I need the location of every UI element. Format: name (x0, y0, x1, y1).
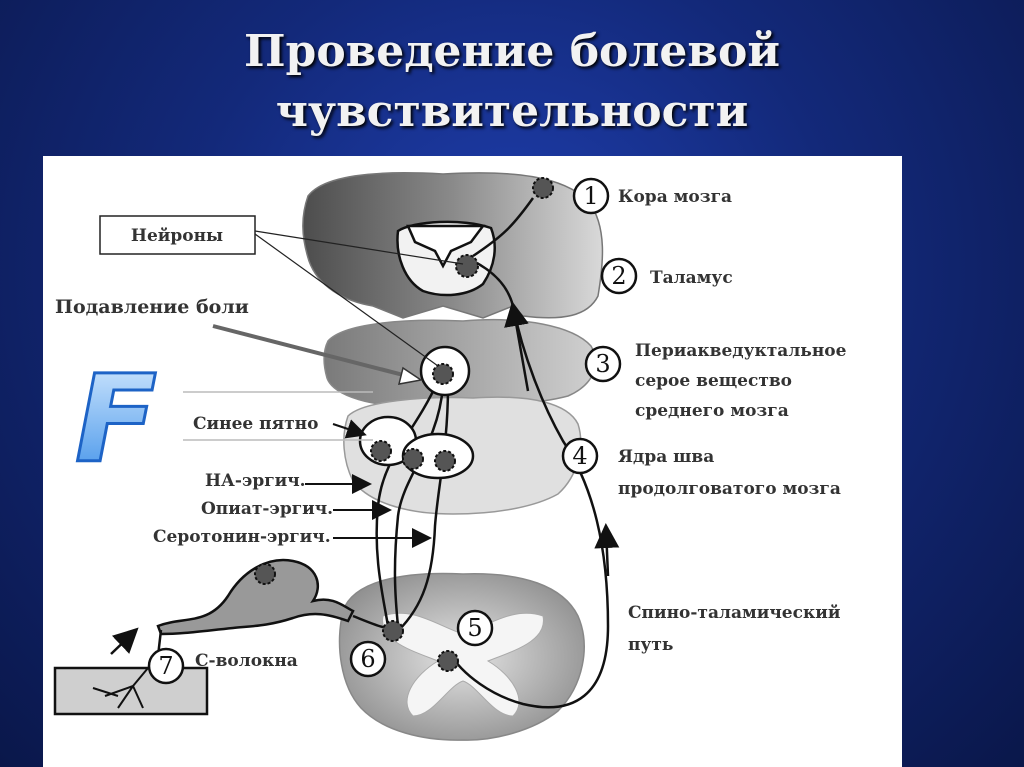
neurons-leader-2 (254, 233, 439, 367)
marker-6: 6 (349, 640, 387, 678)
marker-4: 4 (561, 437, 599, 475)
pain-pathway-diagram: Нейроны Подавление боли F Синее пятно НА… (53, 172, 847, 741)
svg-text:7: 7 (158, 652, 173, 680)
neuron-ganglion (254, 563, 276, 585)
dorsal-root-ganglion (156, 558, 355, 636)
svg-text:5: 5 (467, 614, 482, 642)
thalamo-cortical-pathway (472, 197, 535, 258)
neuron-cortex (532, 177, 554, 199)
pain-suppression-label: Подавление боли (55, 296, 249, 318)
raphe-label-1: Ядра шва (618, 447, 714, 467)
marker-1: 1 (572, 177, 610, 215)
thalamus-label: Таламус (650, 268, 733, 288)
svg-text:2: 2 (611, 262, 626, 290)
svg-text:1: 1 (583, 182, 598, 210)
ascending-arrow-lower (594, 523, 620, 577)
title-line-1: Проведение болевой (244, 26, 780, 77)
svg-text:4: 4 (572, 442, 587, 470)
blue-spot-arrow (332, 419, 367, 439)
neuron-pag (419, 345, 471, 397)
pain-suppression-arrow (212, 324, 416, 380)
svg-text:6: 6 (360, 645, 375, 673)
pag-label-3: среднего мозга (635, 401, 789, 421)
afferent-arrow (110, 627, 139, 655)
marker-7: 7 (147, 647, 185, 685)
marker-5: 5 (456, 609, 494, 647)
marker-3: 3 (584, 345, 622, 383)
receptor-branches (92, 655, 159, 709)
marker-2: 2 (600, 257, 638, 295)
ascending-arrow-upper (504, 301, 530, 392)
title-line-2: чувствительности (275, 86, 749, 137)
neuron-spinal-2 (437, 650, 459, 672)
neurons-label-box (99, 215, 256, 255)
neurons-leader-1 (254, 230, 464, 265)
diagram-panel: Нейроны Подавление боли F Синее пятно НА… (43, 156, 902, 767)
ventricle-shape (406, 224, 486, 269)
slide-title: Проведение болевой чувствительности (0, 22, 1024, 142)
blue-spot-label: Синее пятно (193, 414, 318, 434)
na-ergic-label: НА-эргич. (205, 471, 306, 491)
cortex-label: Кора мозга (618, 187, 732, 207)
c-fibers-label: С-волокна (195, 651, 298, 671)
spinothalamic-label-2: путь (628, 635, 673, 655)
descending-pathway-2 (393, 385, 445, 627)
neuron-raphe-group (358, 415, 475, 480)
pag-label-1: Периакведуктальное (635, 341, 847, 361)
raphe-label-2: продолговатого мозга (618, 479, 841, 499)
pag-label-2: серое вещество (635, 371, 792, 391)
opiate-ergic-label: Опиат-эргич. (201, 499, 333, 519)
serotonin-ergic-label: Серотонин-эргич. (153, 527, 331, 547)
spinothalamic-label-1: Спино-таламический (628, 603, 841, 623)
skin-receptor-box (53, 666, 209, 716)
neuron-thalamus (455, 254, 479, 278)
pain-suppression-arrowhead (397, 366, 423, 385)
neurons-label: Нейроны (131, 226, 223, 246)
logo-f: F (75, 351, 157, 490)
neuron-spinal-1 (382, 620, 404, 642)
svg-text:3: 3 (595, 350, 610, 378)
